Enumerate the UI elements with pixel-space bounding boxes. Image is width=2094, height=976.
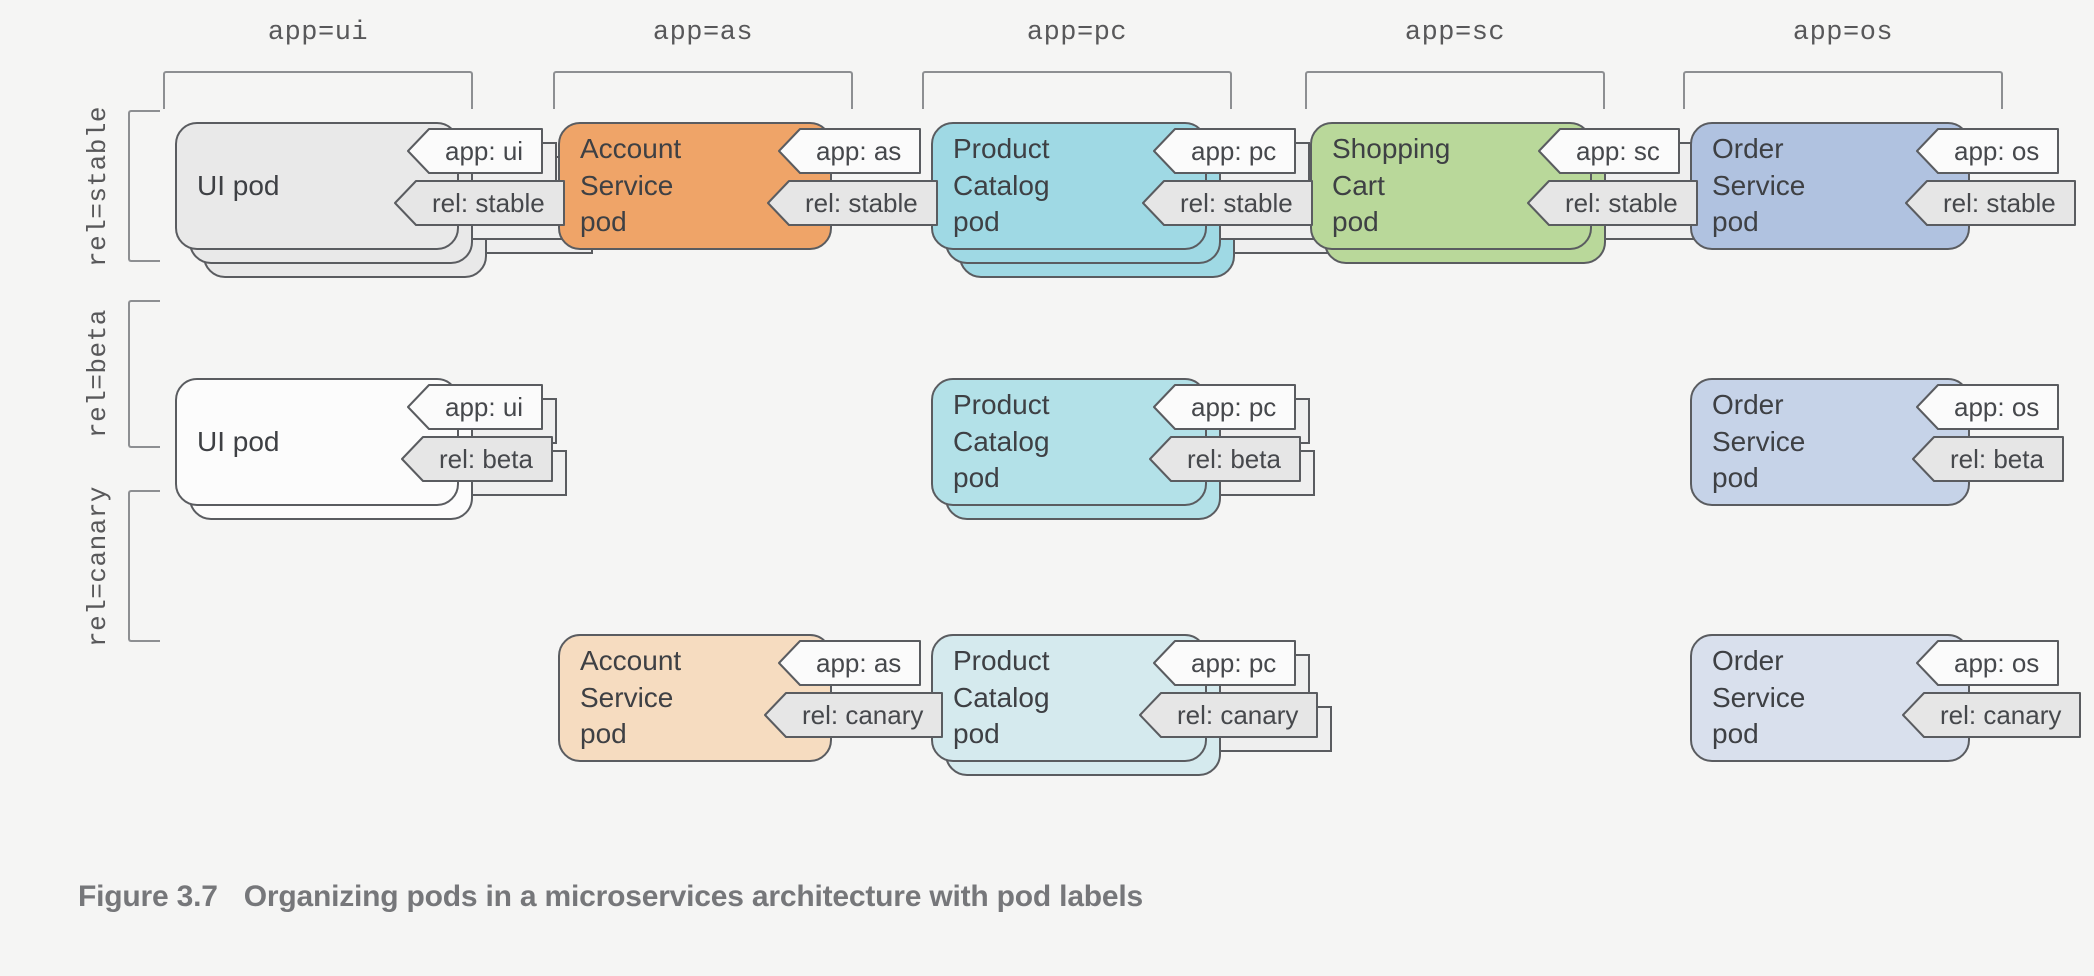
column-header-as: app=as: [652, 18, 754, 48]
pod-label-rel-shape[interactable]: [1149, 436, 1301, 482]
pod-label-app-shape[interactable]: [1153, 384, 1296, 430]
column-header-sc: app=sc: [1404, 18, 1506, 48]
pod-label-app-shape[interactable]: [778, 128, 921, 174]
pod-label-app-shape[interactable]: [1153, 640, 1296, 686]
row-bracket-beta: [128, 300, 160, 448]
pod-body[interactable]: [175, 122, 459, 250]
pod-label-app-shape[interactable]: [1916, 640, 2059, 686]
pod-label-rel-shape[interactable]: [1142, 180, 1313, 226]
pod-label-rel-shape[interactable]: [1905, 180, 2076, 226]
pod-body[interactable]: [931, 378, 1207, 506]
row-bracket-canary: [128, 490, 160, 642]
pod-label-rel-shape[interactable]: [394, 180, 565, 226]
pod-body[interactable]: [175, 378, 459, 506]
figure-number: Figure 3.7: [78, 880, 218, 913]
column-bracket-pc: [922, 71, 1232, 109]
row-label-stable: rel=stable: [83, 105, 113, 267]
column-header-os: app=os: [1792, 18, 1894, 48]
pod-label-rel-shape[interactable]: [1139, 692, 1318, 738]
pod-label-app-shape[interactable]: [407, 128, 543, 174]
pod-label-app-shape[interactable]: [1916, 128, 2059, 174]
pod-label-app-shape[interactable]: [778, 640, 921, 686]
row-label-canary: rel=canary: [83, 485, 113, 647]
pod-label-rel-shape[interactable]: [1902, 692, 2081, 738]
pod-label-rel-shape[interactable]: [1527, 180, 1698, 226]
row-bracket-stable: [128, 110, 160, 262]
pod-label-app-shape[interactable]: [1538, 128, 1680, 174]
column-bracket-ui: [163, 71, 473, 109]
pod-label-app-shape[interactable]: [407, 384, 543, 430]
pod-label-rel-shape[interactable]: [1912, 436, 2064, 482]
pod-label-rel-shape[interactable]: [764, 692, 943, 738]
figure-caption-text: Organizing pods in a microservices archi…: [243, 880, 1144, 913]
column-header-ui: app=ui: [267, 18, 369, 48]
pod-label-app-shape[interactable]: [1153, 128, 1296, 174]
column-bracket-sc: [1305, 71, 1605, 109]
pod-label-rel-shape[interactable]: [767, 180, 938, 226]
pod-label-rel-shape[interactable]: [401, 436, 553, 482]
column-bracket-os: [1683, 71, 2003, 109]
column-bracket-as: [553, 71, 853, 109]
column-header-pc: app=pc: [1026, 18, 1128, 48]
row-label-beta: rel=beta: [83, 309, 113, 439]
figure-caption: Figure 3.7 Organizing pods in a microserv…: [78, 880, 1143, 914]
pod-label-app-shape[interactable]: [1916, 384, 2059, 430]
